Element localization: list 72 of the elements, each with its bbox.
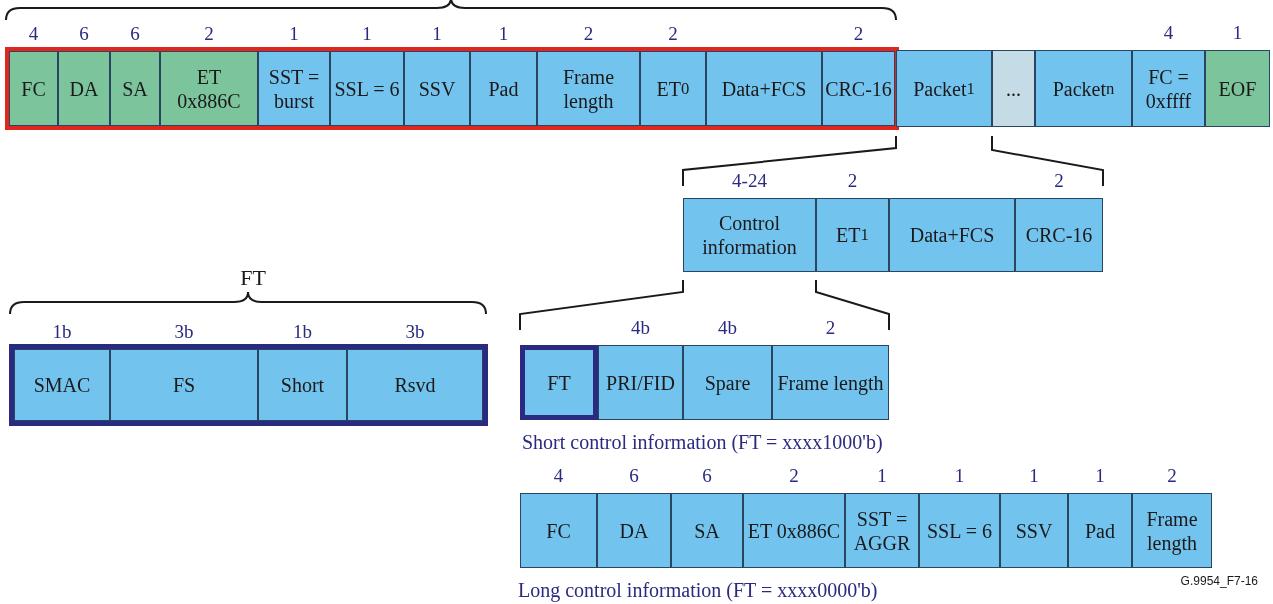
- field-size: 4: [552, 465, 565, 487]
- field-size: 6: [628, 465, 640, 487]
- packet-field: EOF: [1205, 50, 1270, 127]
- field-size: 4: [1162, 22, 1175, 44]
- packet-field: Short: [258, 349, 347, 421]
- packet-field: Data+FCS: [706, 51, 822, 126]
- packet-field: FT: [520, 345, 598, 420]
- field-size: 1: [431, 23, 443, 45]
- packet-field: FC: [520, 493, 597, 568]
- packet-field: SSL = 6: [330, 51, 404, 126]
- field-size: 4b: [717, 317, 738, 339]
- packet-field: ...: [992, 50, 1035, 127]
- field-size: 2: [846, 170, 859, 192]
- field-size: 2: [852, 23, 865, 45]
- field-size: 1: [1028, 465, 1040, 487]
- packet-field: SSV: [1000, 493, 1068, 568]
- field-size: 2: [824, 317, 837, 339]
- highlight-frame: [9, 344, 488, 426]
- field-size: 2: [582, 23, 595, 45]
- packet-field: Pad: [1068, 493, 1132, 568]
- field-size: 2: [1166, 465, 1178, 487]
- field-size: 2: [788, 465, 800, 487]
- packet-field: SMAC: [14, 349, 110, 421]
- packet-field: Frame length: [772, 345, 889, 420]
- field-size: 1b: [292, 321, 313, 343]
- field-size: 2: [1053, 170, 1065, 192]
- field-size: 1: [361, 23, 373, 45]
- packet-field: SSV: [404, 51, 470, 126]
- field-size: 3b: [173, 321, 195, 343]
- packet-field: Control information: [683, 198, 816, 272]
- packet-field: Spare: [683, 345, 772, 420]
- packet-field: Rsvd: [347, 349, 483, 421]
- field-size: 3b: [404, 321, 426, 343]
- field-size: 1: [1231, 22, 1244, 44]
- figure-id: G.9954_F7-16: [1180, 574, 1258, 588]
- packet-field: CRC-16: [822, 51, 895, 126]
- packet-field: DA: [58, 51, 110, 126]
- highlight-frame: [5, 47, 899, 130]
- field-size: 1: [288, 23, 300, 45]
- packet-field: SST = burst: [258, 51, 330, 126]
- field-size: 2: [667, 23, 679, 45]
- packet-field: ET 0x886C: [160, 51, 258, 126]
- packet-field: Pad: [470, 51, 537, 126]
- packet-field: SST = AGGR: [845, 493, 919, 568]
- field-size: 1: [876, 465, 888, 487]
- field-size: 4b: [630, 317, 651, 339]
- packet-field: SSL = 6: [919, 493, 1000, 568]
- packet-field: FS: [110, 349, 258, 421]
- packet-field: DA: [597, 493, 671, 568]
- figure-caption: Short control information (FT = xxxx1000'b): [522, 431, 883, 454]
- field-size: 6: [78, 23, 90, 45]
- packet-field: SA: [110, 51, 160, 126]
- field-size: 1: [953, 465, 966, 487]
- figure-caption: Long control information (FT = xxxx0000'b): [518, 579, 878, 602]
- packet-field: Frame length: [1132, 493, 1212, 568]
- packet-field: FC: [9, 51, 58, 126]
- field-size: 1: [1094, 465, 1106, 487]
- field-size: 4-24: [731, 170, 768, 192]
- field-size: 1b: [51, 321, 73, 343]
- field-size: 6: [129, 23, 141, 45]
- field-size: 4: [27, 23, 40, 45]
- packet-field: Frame length: [537, 51, 640, 126]
- packet-field: CRC-16: [1015, 198, 1103, 272]
- packet-field: PRI/FID: [598, 345, 683, 420]
- field-size: 1: [497, 23, 510, 45]
- packet-field: Data+FCS: [889, 198, 1015, 272]
- packet-field: SA: [671, 493, 743, 568]
- packet-field: FC = 0xffff: [1132, 50, 1205, 127]
- field-size: 6: [701, 465, 713, 487]
- ft-label: FT: [239, 265, 267, 291]
- field-size: 2: [203, 23, 215, 45]
- packet-field: ET 0x886C: [743, 493, 845, 568]
